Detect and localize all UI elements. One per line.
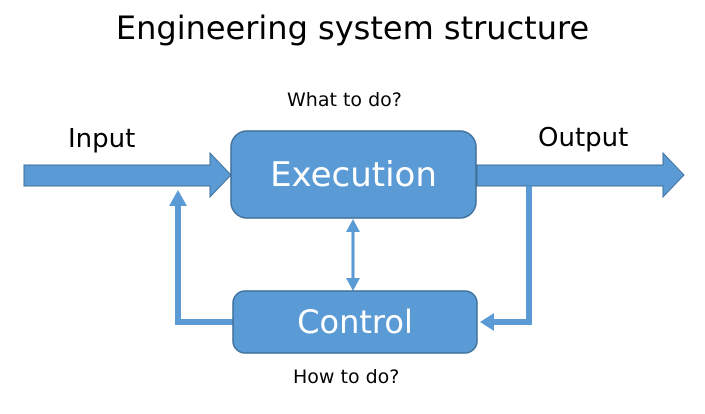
execution-label: Execution xyxy=(270,155,437,195)
control-label: Control xyxy=(297,303,413,341)
double-arrow-top-head xyxy=(346,219,360,232)
diagram-title: Engineering system structure xyxy=(115,9,590,47)
double-arrow-bottom-head xyxy=(346,278,360,291)
feedback-output-to-control-arrow xyxy=(494,186,532,325)
what-to-do-label: What to do? xyxy=(287,89,402,111)
control-box xyxy=(232,290,478,354)
output-label: Output xyxy=(538,123,629,153)
how-to-do-label: How to do? xyxy=(293,366,400,388)
feedback-input-arrowhead xyxy=(169,190,187,206)
execution-box xyxy=(230,130,477,219)
output-arrow xyxy=(476,151,685,199)
input-label: Input xyxy=(68,124,136,154)
input-arrow xyxy=(23,151,232,199)
feedback-output-arrowhead xyxy=(480,313,494,331)
feedback-control-to-input-arrow xyxy=(175,206,233,325)
